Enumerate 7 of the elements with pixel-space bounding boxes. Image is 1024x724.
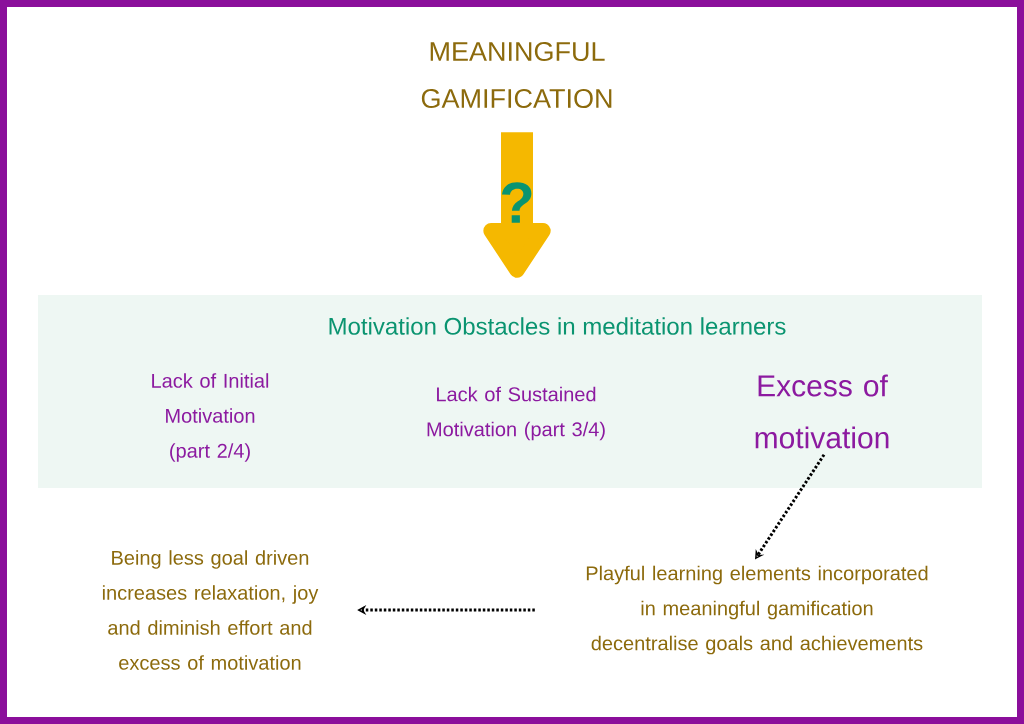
question-mark: ? bbox=[501, 182, 532, 223]
note-text: Being less goal driven increases relaxation, joy and diminish effort and excess of motivation bbox=[102, 550, 319, 670]
title-text: MEANINGFUL GAMIFICATION bbox=[421, 41, 612, 109]
obstacle-text: Excess of motivation bbox=[755, 374, 889, 449]
obstacle-text: Lack of Initial Motivation (part 2/4) bbox=[152, 373, 269, 462]
obstacle-text: Lack of Sustained Motivation (part 3/4) bbox=[427, 386, 605, 441]
note-text: Playful learning elements incorporated in meaningful gamification decentralise goals and achievements bbox=[586, 565, 928, 655]
